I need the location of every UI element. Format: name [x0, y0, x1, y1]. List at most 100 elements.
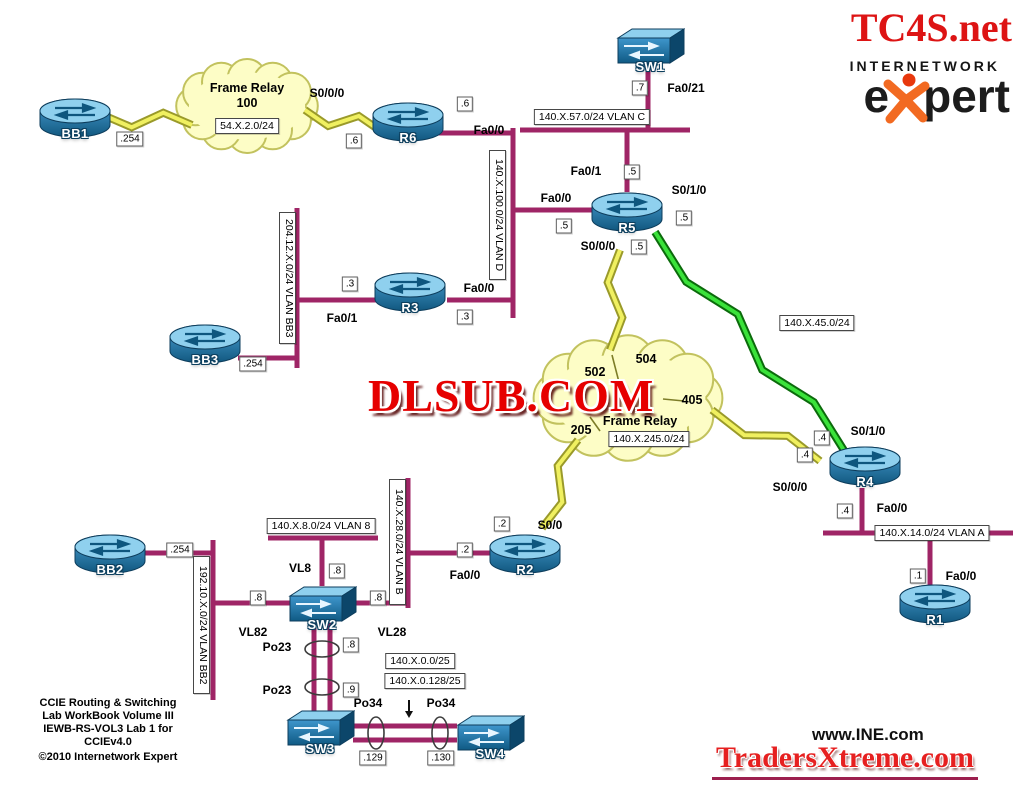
expert-logo-pert: pert	[923, 70, 1010, 122]
interface-label: Po34	[353, 696, 383, 710]
subnet-box: 140.X.8.0/24 VLAN 8	[266, 518, 376, 534]
ip-octet-box: .5	[555, 218, 573, 234]
credit-line: IEWB-RS-VOL3 Lab 1 for	[43, 723, 173, 735]
etherchannel-ring	[431, 716, 449, 750]
interface-label: Fa0/0	[463, 281, 495, 295]
router-icon	[374, 272, 446, 312]
ip-octet-box: .254	[166, 542, 194, 558]
tc4s-watermark: TC4S.net	[850, 5, 1012, 50]
ip-octet-box: .2	[456, 542, 474, 558]
cloud-label: 405	[681, 393, 703, 407]
tradersxtreme-watermark: TradersXtreme.com	[712, 741, 978, 780]
router-icon	[899, 584, 971, 624]
router-icon	[169, 324, 241, 364]
subnet-box-vertical: 140.X.28.0/24 VLAN B	[389, 479, 406, 605]
interface-label: VL82	[238, 625, 268, 639]
etherchannel-ring	[367, 716, 385, 750]
device-r6: R6	[370, 101, 446, 145]
ip-octet-box: .4	[836, 503, 854, 519]
interface-label: Fa0/0	[540, 191, 572, 205]
device-label-r5: R5	[618, 220, 636, 235]
device-bb3: BB3	[167, 323, 243, 367]
device-label-r6: R6	[399, 130, 417, 145]
serial-link-bolt	[605, 249, 625, 351]
subnet-box: 140.X.245.0/24	[608, 431, 690, 447]
cloud-label: Frame Relay	[209, 81, 285, 95]
interface-label: Po23	[262, 683, 292, 697]
device-r5: R5	[589, 191, 665, 235]
device-label-bb3: BB3	[191, 352, 219, 367]
interface-label: Fa0/21	[667, 81, 705, 95]
router-icon	[39, 98, 111, 138]
interface-label: S0/1/0	[850, 424, 886, 438]
credit-line: CCIE Routing & Switching	[39, 697, 177, 709]
interface-label: S0/0/0	[309, 86, 345, 100]
device-label-bb2: BB2	[96, 562, 124, 577]
ip-octet-box: .1	[909, 568, 927, 584]
ip-octet-box: .6	[345, 133, 363, 149]
device-label-bb1: BB1	[61, 126, 89, 141]
ip-octet-box: .5	[630, 239, 648, 255]
device-label-sw4: SW4	[475, 746, 505, 761]
ip-octet-box: .5	[675, 210, 693, 226]
ip-octet-box: .3	[456, 309, 474, 325]
device-label-r4: R4	[856, 474, 874, 489]
router-icon	[591, 192, 663, 232]
interface-label: Fa0/0	[473, 123, 505, 137]
switch-icon	[288, 586, 358, 622]
serial-link-bolt	[303, 108, 384, 134]
device-sw1: SW1	[615, 26, 686, 74]
subnet-box-vertical: 192.10.X.0/24 VLAN BB2	[193, 556, 210, 694]
interface-label: VL8	[288, 561, 312, 575]
device-bb1: BB1	[37, 97, 113, 141]
device-label-sw2: SW2	[307, 617, 337, 632]
ip-octet-box: .7	[631, 80, 649, 96]
cloud-dlci-tick	[611, 354, 621, 387]
ip-octet-box: .130	[427, 750, 455, 766]
interface-label: Po34	[426, 696, 456, 710]
subnet-box: 140.X.0.0/25	[385, 653, 455, 669]
device-r4: R4	[827, 445, 903, 489]
ip-octet-box: .4	[813, 430, 831, 446]
credit-line: CCIEv4.0	[84, 736, 132, 748]
interface-label: Fa0/0	[876, 501, 908, 515]
device-r2: R2	[487, 533, 563, 577]
device-label-r2: R2	[516, 562, 534, 577]
ip-octet-box: .8	[342, 637, 360, 653]
cloud-label: 504	[635, 352, 657, 366]
ip-octet-box: .6	[456, 96, 474, 112]
etherchannel-ring	[304, 640, 340, 658]
interface-label: Po23	[262, 640, 292, 654]
subnet-box-vertical: 204.12.X.0/24 VLAN BB3	[279, 212, 296, 344]
interface-label: Fa0/0	[945, 569, 977, 583]
subnet-box: 140.X.0.128/25	[384, 673, 466, 689]
ip-octet-box: .129	[359, 750, 387, 766]
expert-logo-figure-icon	[883, 73, 930, 124]
cloud-dlci-tick	[662, 398, 685, 402]
switch-icon	[616, 28, 686, 64]
device-bb2: BB2	[72, 533, 148, 577]
device-label-sw1: SW1	[635, 59, 665, 74]
cloud-label: 100	[236, 96, 258, 110]
interface-label: Fa0/1	[570, 164, 602, 178]
expert-logo-e: e	[863, 70, 890, 122]
cloud-label: Frame Relay	[602, 414, 678, 428]
ine-url-text: www.INE.com	[812, 725, 924, 744]
cloud-label: 205	[570, 423, 592, 437]
device-label-r3: R3	[401, 300, 419, 315]
credit-line: ©2010 Internetwork Expert	[38, 751, 178, 763]
switch-icon	[456, 715, 526, 751]
dlsub-watermark: DLSUB.COM	[368, 370, 655, 421]
ip-octet-box: .8	[328, 563, 346, 579]
credit-line: Lab WorkBook Volume III	[42, 710, 174, 722]
po34-arrowhead-icon	[405, 711, 413, 718]
interface-label: S0/1/0	[671, 183, 707, 197]
router-icon	[372, 102, 444, 142]
device-sw2: SW2	[287, 584, 358, 632]
subnet-box: 140.X.14.0/24 VLAN A	[874, 525, 990, 541]
subnet-box: 54.X.2.0/24	[215, 118, 279, 134]
interface-label: S0/0/0	[772, 480, 808, 494]
interface-label: Fa0/0	[449, 568, 481, 582]
